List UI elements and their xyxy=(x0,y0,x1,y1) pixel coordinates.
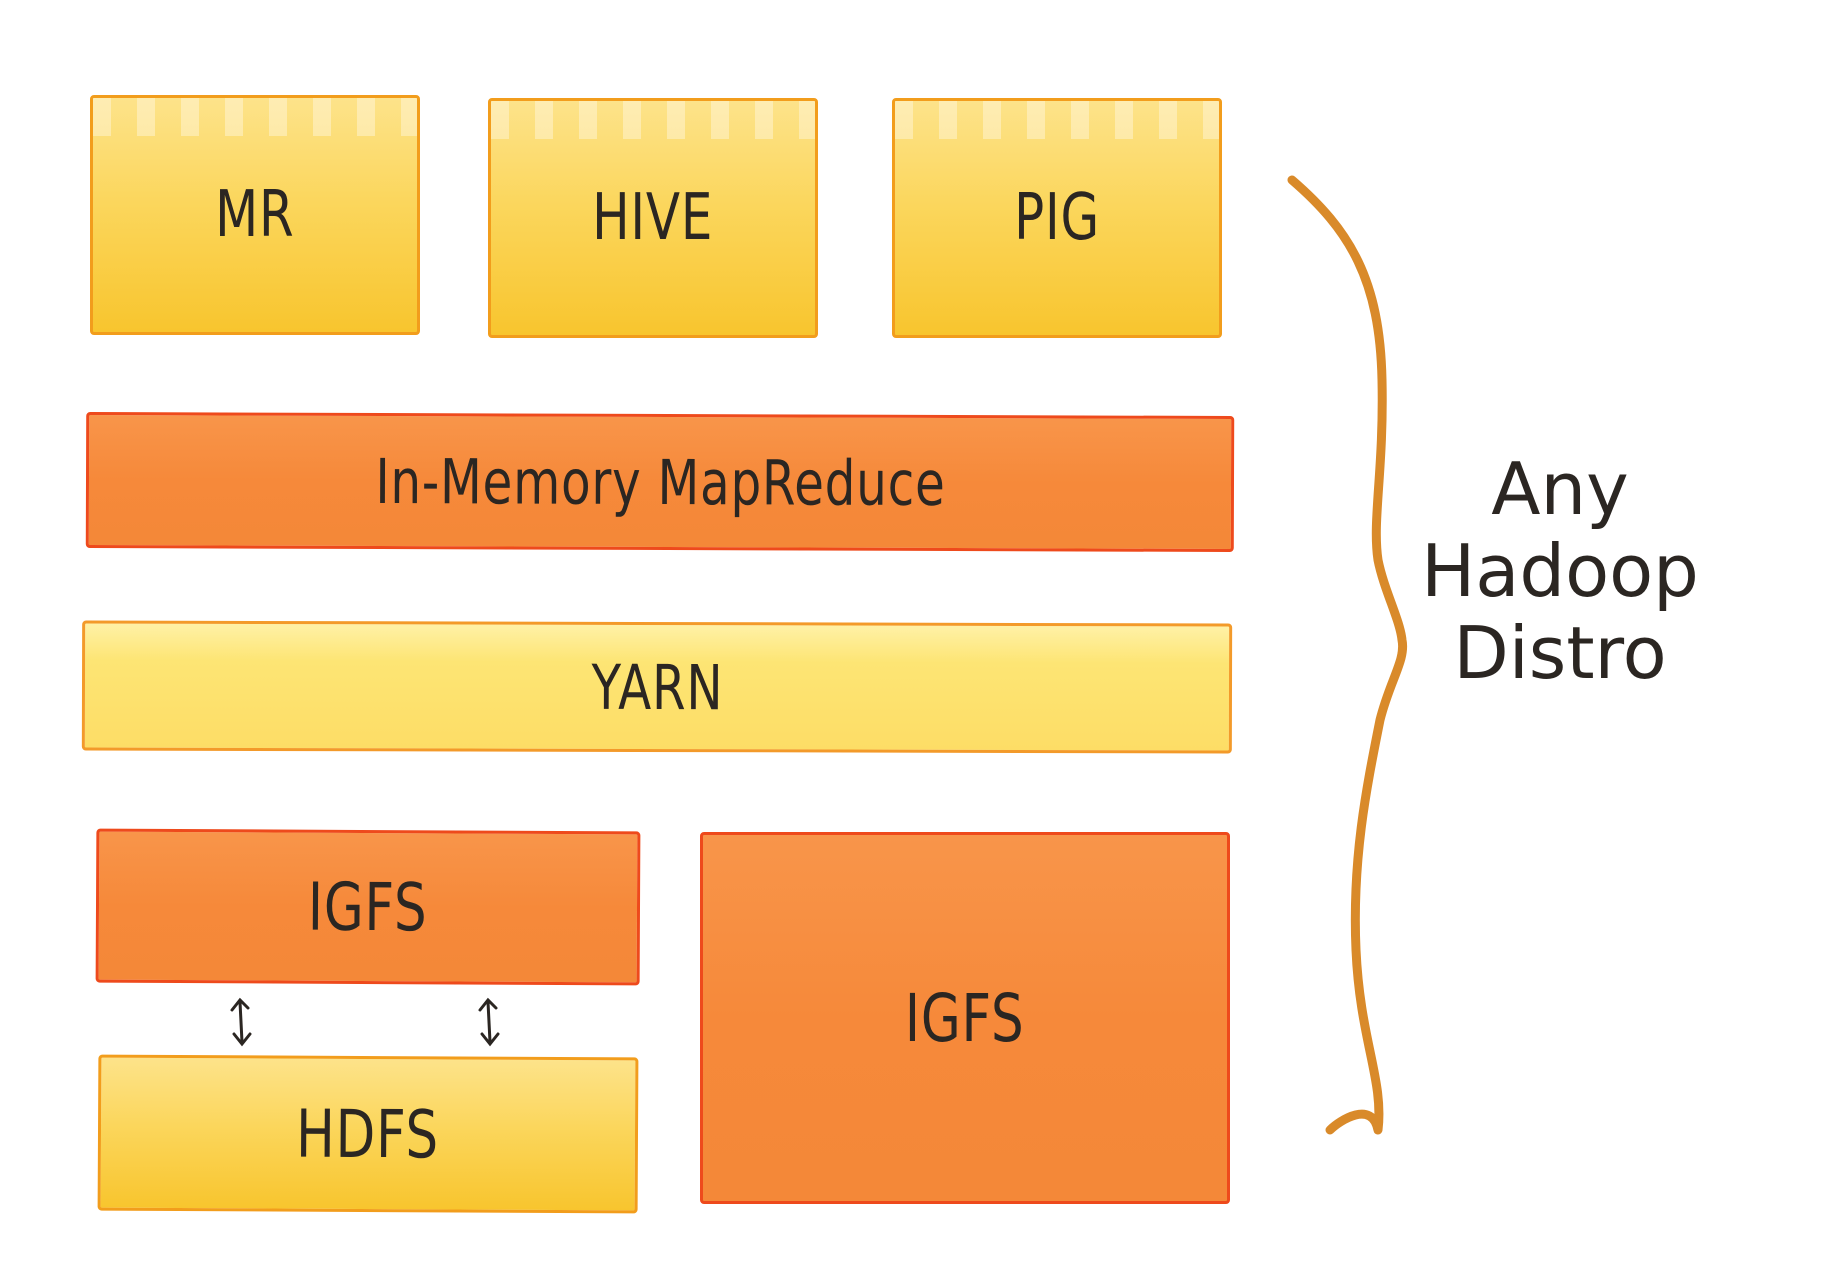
igfs-standalone-label: IGFS xyxy=(905,979,1025,1057)
hive-label: HIVE xyxy=(592,181,714,255)
igfs-standalone-box: IGFS xyxy=(700,832,1230,1204)
any-hadoop-distro-label: Any Hadoop Distro xyxy=(1390,448,1730,694)
side-label-line-3: Distro xyxy=(1453,611,1667,695)
pig-label: PIG xyxy=(1014,181,1100,255)
curly-brace-icon xyxy=(1287,175,1408,1135)
double-arrow-right-icon xyxy=(478,997,500,1047)
side-label-line-1: Any xyxy=(1491,447,1629,531)
mr-label: MR xyxy=(215,178,295,252)
side-label-line-2: Hadoop xyxy=(1421,529,1699,613)
double-arrow-left-icon xyxy=(230,997,252,1047)
